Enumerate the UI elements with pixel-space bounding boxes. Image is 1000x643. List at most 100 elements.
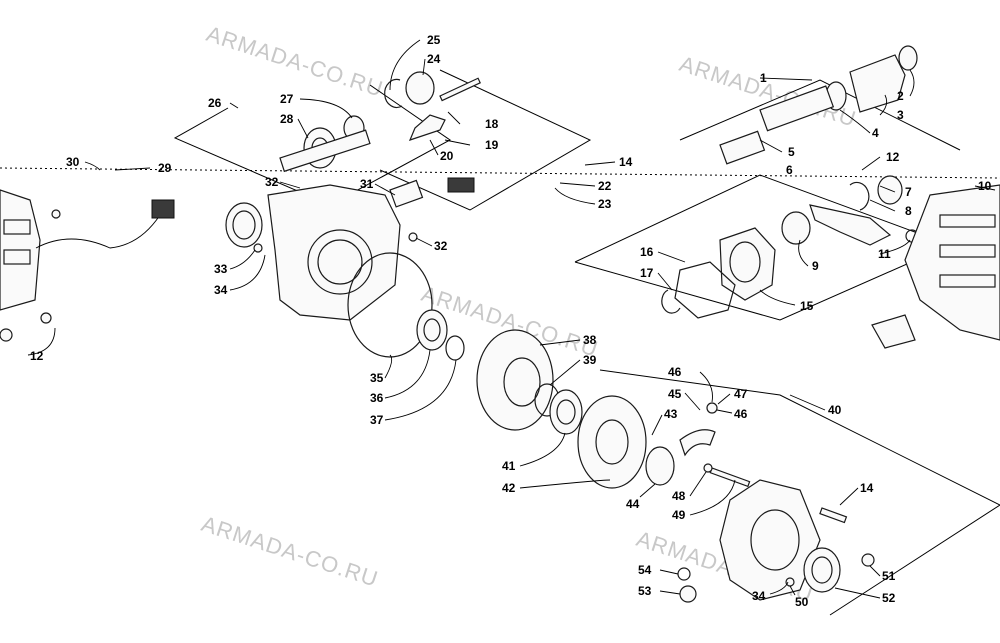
- leader-18: [447, 111, 461, 125]
- leader-11: [879, 239, 911, 255]
- leader-28: [297, 118, 309, 139]
- leader-33: [229, 249, 256, 270]
- callout-16: 16: [640, 245, 654, 259]
- callout-34-left: 34: [214, 283, 228, 297]
- group-outline-40: [599, 369, 1000, 616]
- snap-ring-8: [849, 181, 870, 211]
- front-cover-group-9: [661, 204, 892, 319]
- watermark-top-left: ARMADA-CO.RU: [203, 21, 386, 102]
- leader-32-top: [279, 181, 301, 189]
- leader-45: [684, 392, 701, 411]
- leader-23: [554, 187, 596, 205]
- housing-fin-2: [3, 249, 31, 265]
- bearing-36-inner: [423, 318, 441, 342]
- leader-20: [429, 139, 439, 156]
- callout-4: 4: [872, 126, 879, 140]
- leader-48: [689, 471, 707, 497]
- callout-45: 45: [668, 387, 682, 401]
- leader-43: [651, 414, 663, 436]
- leader-35: [384, 354, 393, 379]
- callout-labels: 1 2 3 4 5 6 7 8 9 10 11 12 12 14 14 15 1…: [30, 33, 992, 609]
- group-outline-22: [379, 69, 592, 211]
- leader-9: [798, 239, 809, 267]
- bearing-41-inner: [556, 399, 576, 425]
- callout-27: 27: [280, 92, 294, 106]
- callout-43: 43: [664, 407, 678, 421]
- callout-18: 18: [485, 117, 499, 131]
- bracket-13: [809, 204, 892, 246]
- housing-fin-1: [3, 219, 31, 235]
- leader-27: [299, 98, 353, 119]
- leader-38: [539, 339, 581, 346]
- right-transmission-housing: [871, 184, 1000, 349]
- sensor-connector: [151, 199, 175, 219]
- callout-23: 23: [598, 197, 612, 211]
- pinion-shaft: [279, 129, 371, 173]
- leader-19: [444, 139, 471, 146]
- callout-12-top: 12: [886, 150, 900, 164]
- snap-ring-17: [661, 289, 681, 314]
- leader-8: [869, 199, 896, 212]
- leader-16: [657, 251, 686, 263]
- seal-52-inner: [811, 556, 833, 584]
- callout-19: 19: [485, 138, 499, 152]
- callout-14: 14: [860, 481, 874, 495]
- leader-41: [519, 432, 566, 467]
- callout-39: 39: [583, 353, 597, 367]
- transmission-rib-1: [939, 214, 996, 228]
- leader-37: [384, 359, 457, 421]
- leader-53: [659, 590, 681, 595]
- cover-bore: [750, 509, 800, 571]
- callout-17: 17: [640, 266, 654, 280]
- callout-25: 25: [427, 33, 441, 47]
- sensor-cable: [35, 214, 161, 249]
- pin-49: [709, 467, 751, 488]
- snap-ring-25: [384, 78, 403, 109]
- leader-31: [374, 183, 396, 196]
- callout-42: 42: [502, 481, 516, 495]
- drive-shaft-assembly-1: [719, 45, 919, 243]
- actuator-22: [447, 177, 475, 193]
- callout-30: 30: [66, 155, 80, 169]
- spline-shaft-5: [759, 85, 835, 132]
- bearing-24: [405, 71, 435, 105]
- leader-50: [789, 585, 796, 596]
- callout-37: 37: [370, 413, 384, 427]
- callout-35: 35: [370, 371, 384, 385]
- callout-7: 7: [905, 185, 912, 199]
- leader-15: [759, 289, 796, 306]
- transmission-rib-2: [939, 244, 996, 258]
- o-ring-54: [677, 567, 691, 581]
- housing-bore-inner: [317, 239, 363, 285]
- callout-46: 46: [734, 407, 748, 421]
- leader-3: [879, 94, 888, 116]
- bolt-14-lower: [819, 507, 848, 524]
- callout-12-left: 12: [30, 349, 44, 363]
- oil-seal-inner: [232, 210, 256, 240]
- transmission-rib-3: [939, 274, 996, 288]
- leader-49: [689, 479, 736, 516]
- leader-5: [759, 139, 783, 153]
- callout-26: 26: [208, 96, 222, 110]
- callout-46-top: 46: [668, 365, 682, 379]
- callout-15: 15: [800, 299, 814, 313]
- leader-46: [716, 409, 733, 414]
- callout-40: 40: [828, 403, 842, 417]
- leader-25: [389, 39, 421, 91]
- callout-3: 3: [897, 108, 904, 122]
- spring-47: [706, 402, 718, 414]
- bolt-left-3: [0, 328, 13, 342]
- leader-36: [384, 349, 431, 399]
- leader-47: [717, 393, 731, 405]
- leader-51: [869, 565, 881, 577]
- transmission-mount: [871, 314, 916, 349]
- seal-44: [645, 446, 675, 486]
- washer-51: [861, 553, 875, 567]
- carrier-plate-inner: [595, 419, 629, 465]
- callout-20: 20: [440, 149, 454, 163]
- leader-12-top: [861, 156, 881, 171]
- callout-14-top: 14: [619, 155, 633, 169]
- leader-26: [229, 102, 239, 109]
- callout-22: 22: [598, 179, 612, 193]
- callout-49: 49: [672, 508, 686, 522]
